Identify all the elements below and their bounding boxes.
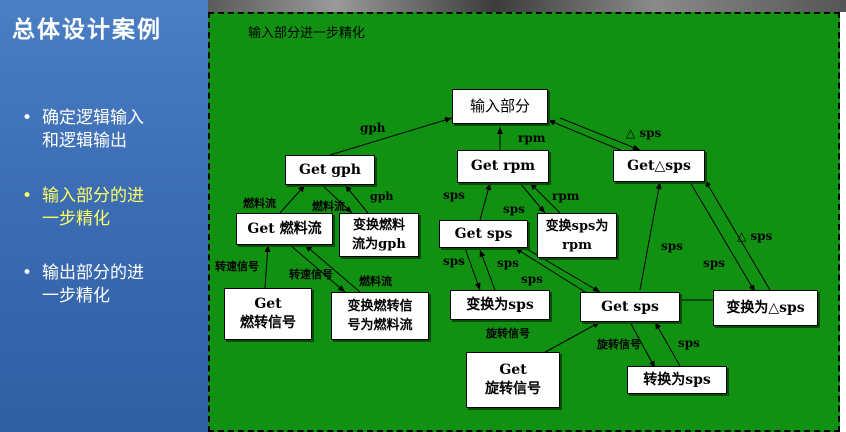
- bullet-icon: •: [22, 263, 33, 283]
- label-sps: sps: [503, 202, 525, 216]
- node-convert-to-sps: 转换为sps: [627, 366, 727, 394]
- node-convert-fuel-rotation-signal: 变换燃转信 号为燃料流: [331, 292, 429, 340]
- header-photo-strip: [208, 0, 846, 12]
- label-rpm: rpm: [552, 189, 580, 203]
- label-fuel-flow: 燃料流: [243, 197, 276, 210]
- label-gph: gph: [370, 190, 394, 203]
- right-margin: [840, 12, 846, 432]
- node-get-rpm: Get rpm: [457, 150, 549, 183]
- bullet-icon: •: [22, 186, 33, 206]
- label-rotation-speed-signal: 转速信号: [215, 260, 259, 273]
- label-dsps: △ sps: [626, 126, 662, 140]
- label-fuel-flow: 燃料流: [312, 200, 345, 213]
- node-get-gph: Get gph: [285, 155, 375, 185]
- label-rotation-speed-signal: 转速信号: [289, 268, 333, 281]
- node-get-rotation-signal: Get 旋转信号: [466, 352, 560, 408]
- label-fuel-flow: 燃料流: [359, 275, 392, 288]
- node-convert-to-dsps: 变换为△sps: [713, 290, 818, 326]
- node-get-sps-bar: Get sps: [439, 220, 528, 248]
- node-get-fuel-rotation-signal: Get 燃转信号: [224, 288, 312, 340]
- node-convert-to-sps-bar: 变换为sps: [450, 290, 550, 320]
- sidebar-item-label: 输出部分的进 一步精化: [42, 263, 144, 306]
- node-input-part: 输入部分: [452, 89, 548, 124]
- node-convert-fuel-flow: 变换燃料 流为gph: [339, 213, 419, 257]
- bullet-icon: •: [22, 108, 33, 128]
- label-dsps: △ sps: [737, 229, 773, 243]
- node-get-fuel-flow: Get 燃料流: [236, 213, 333, 245]
- label-sps: sps: [497, 256, 519, 270]
- label-sps: sps: [678, 336, 700, 350]
- label-sps: sps: [443, 188, 465, 202]
- label-sps: sps: [661, 239, 683, 253]
- sidebar-item-label: 确定逻辑输入 和逻辑输出: [42, 108, 144, 151]
- label-rotation-signal: 旋转信号: [597, 338, 641, 351]
- sidebar: 总体设计案例 • 确定逻辑输入 和逻辑输出 • 输入部分的进 一步精化 • 输出…: [0, 0, 208, 432]
- label-sps: sps: [521, 272, 543, 286]
- node-get-sps: Get sps: [580, 292, 680, 322]
- label-sps: sps: [703, 256, 725, 270]
- slide-title: 总体设计案例: [12, 16, 162, 43]
- node-convert-sps-rpm: 变换sps为 rpm: [537, 213, 617, 258]
- sidebar-item-label: 输入部分的进 一步精化: [42, 186, 144, 229]
- node-get-dsps: Get△sps: [613, 150, 705, 182]
- label-rpm: rpm: [518, 131, 546, 145]
- label-gph: gph: [360, 121, 386, 135]
- diagram-title: 输入部分进一步精化: [248, 26, 366, 41]
- label-rotation-signal: 旋转信号: [486, 327, 530, 340]
- label-sps: sps: [443, 254, 465, 268]
